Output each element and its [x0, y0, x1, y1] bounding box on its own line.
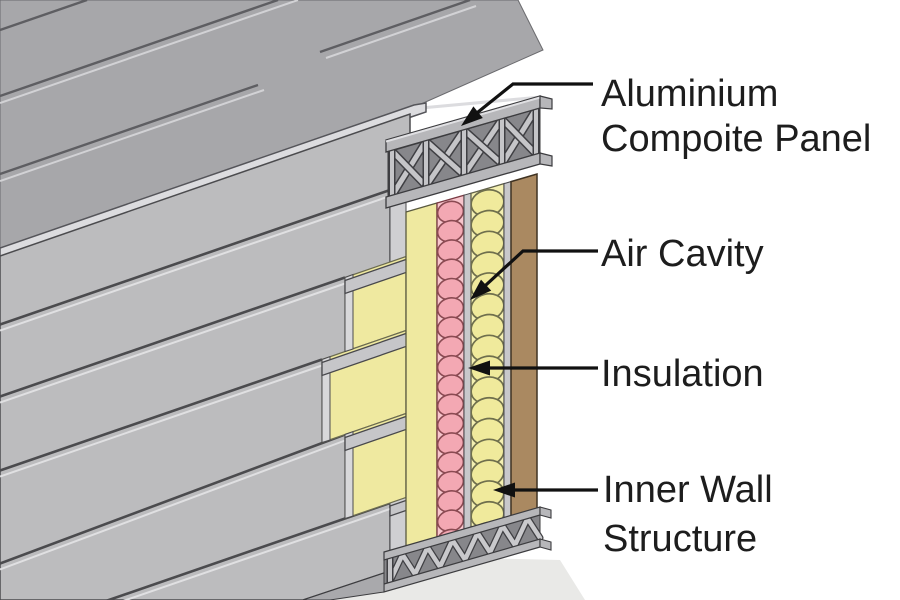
label-inner-wall-line1: Inner Wall: [603, 469, 773, 511]
leader-panel: [463, 82, 593, 124]
label-inner-wall-line2: Structure: [603, 518, 758, 560]
truss-bottom-flange-lip: [539, 152, 553, 167]
bottom-cap-deck: [302, 506, 552, 600]
label-aluminium-composite-panel: Aluminium Compoite Panel: [601, 72, 871, 162]
label-insulation: Insulation: [601, 352, 764, 397]
label-air-cavity-text: Air Cavity: [601, 233, 764, 275]
truss-top-flange-lip: [539, 95, 553, 110]
cladding-face: [0, 112, 411, 600]
leaders: [463, 82, 598, 492]
arrowhead-insulation: [468, 360, 490, 376]
membrane-strip-1: [463, 192, 472, 550]
leader-air-cavity: [472, 249, 598, 298]
deck-bottom-plate-lip: [539, 538, 552, 551]
arrowheads: [461, 106, 515, 498]
top-face-joint-highlights: [0, 0, 477, 182]
label-inner-wall-structure: Inner Wall Structure: [603, 466, 773, 564]
membrane-strip-2: [503, 180, 512, 538]
truss-top-flange-highlight: [385, 96, 541, 143]
top-face-front-edge-highlight: [409, 95, 542, 111]
deck-top-plate-lip: [539, 506, 552, 519]
cladding-panel-joints: [0, 188, 391, 600]
top-face: [0, 0, 544, 251]
label-air-cavity: Air Cavity: [601, 232, 764, 277]
top-face-panel-joints: [0, 0, 471, 176]
arrowhead-inner-wall: [493, 482, 515, 498]
arrowhead-panel: [461, 106, 483, 126]
air-cavity-layer: [405, 202, 438, 567]
arrowhead-air-cavity: [470, 279, 492, 300]
label-panel-line1: Aluminium: [601, 73, 779, 115]
insulation-pink-batts: [437, 200, 464, 557]
truss-webs: [388, 105, 540, 200]
plank-cut-ends: [321, 273, 354, 520]
cladding-bottom-trim: [302, 572, 385, 600]
deck-webs: [386, 514, 544, 585]
label-insulation-text: Insulation: [601, 353, 764, 395]
label-panel-line2: Compoite Panel: [601, 118, 872, 160]
inner-wall-layer: [510, 172, 538, 536]
